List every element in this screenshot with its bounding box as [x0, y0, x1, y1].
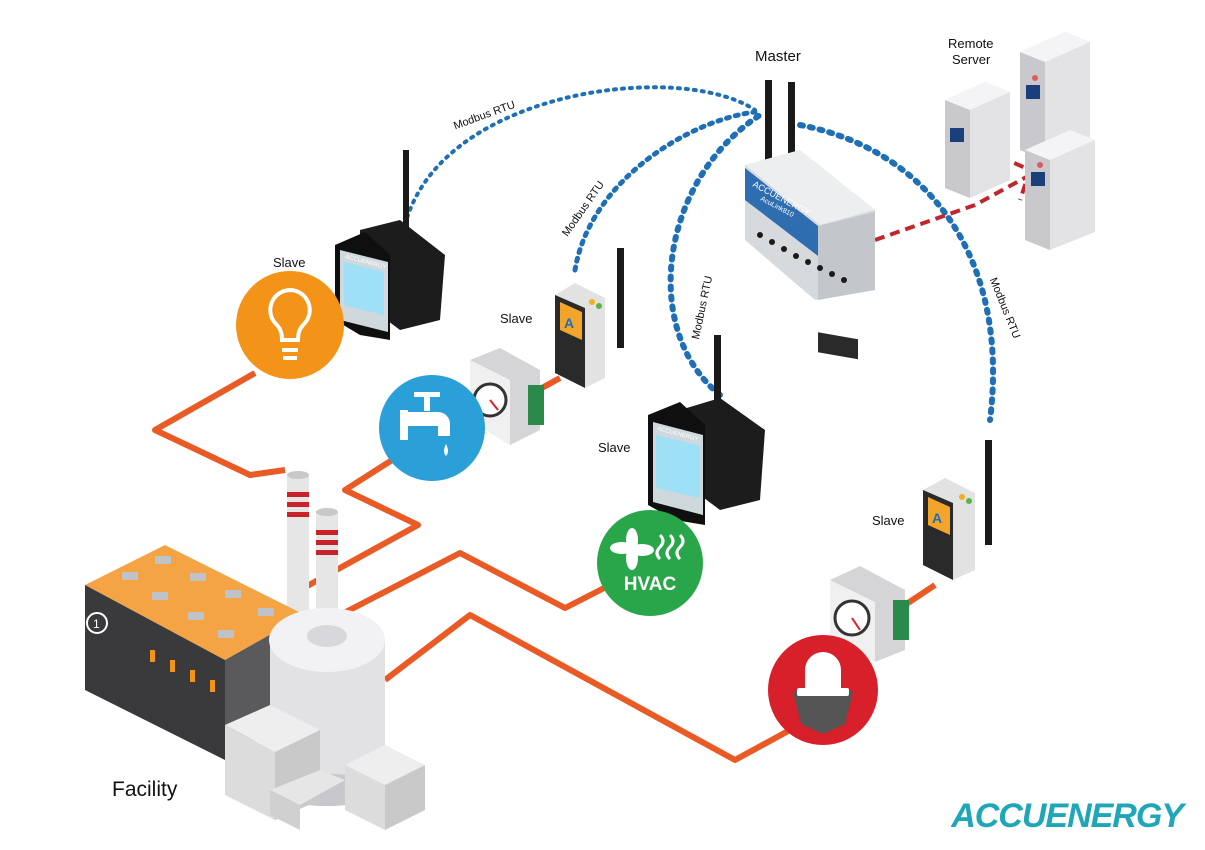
slave-label-3: Slave	[598, 440, 631, 455]
slave-meter-3: ACCUENERGY	[648, 335, 765, 525]
antenna	[765, 80, 772, 165]
modbus-link-2	[572, 109, 758, 273]
master-label: Master	[755, 48, 801, 65]
svg-text:A: A	[932, 510, 942, 526]
wired-link-water	[298, 452, 421, 593]
facility-plant: 1	[85, 471, 425, 830]
slave-label-4: Slave	[872, 513, 905, 528]
svg-text:A: A	[564, 315, 574, 331]
hvac-label: HVAC	[624, 574, 677, 595]
master-gateway: ACCUENERGY AcuLink810	[745, 80, 875, 360]
modbus-link-3	[667, 112, 763, 398]
server-icon	[1025, 130, 1095, 250]
server-icon	[1020, 32, 1090, 160]
slave-module-4: A	[923, 440, 992, 580]
remote-server-label-line1: Remote	[948, 36, 994, 51]
slave-label-1: Slave	[273, 255, 306, 270]
slave-module-2: A	[555, 248, 624, 388]
water-tap-icon	[400, 392, 450, 456]
water-circle	[379, 375, 485, 481]
slave-meter-1: ACCUENERGY	[335, 150, 445, 340]
slave-label-2: Slave	[500, 311, 533, 326]
antenna	[403, 150, 409, 235]
antenna	[788, 82, 795, 172]
svg-text:1: 1	[93, 617, 100, 631]
antenna	[985, 440, 992, 545]
lighting-circle	[236, 271, 344, 379]
antenna	[714, 335, 721, 420]
server-icon	[945, 82, 1010, 198]
remote-server-cluster	[945, 32, 1095, 250]
antenna	[617, 248, 624, 348]
wired-link-alarm	[383, 612, 792, 763]
alarm-circle	[768, 635, 878, 745]
wired-link-lighting	[152, 370, 286, 478]
modbus-link-1	[403, 85, 757, 227]
modbus-links	[403, 85, 997, 423]
facility-label: Facility	[112, 778, 178, 801]
modbus-link-4	[797, 122, 997, 423]
wired-link-hvac	[338, 550, 612, 618]
accuenergy-logo: ACCUENERGY	[951, 797, 1184, 835]
hvac-circle: HVAC	[597, 510, 703, 616]
remote-server-label-line2: Server	[952, 52, 991, 67]
light-bulb-icon	[268, 287, 312, 360]
fan-icon	[610, 528, 654, 570]
alarm-light-icon	[793, 652, 853, 734]
